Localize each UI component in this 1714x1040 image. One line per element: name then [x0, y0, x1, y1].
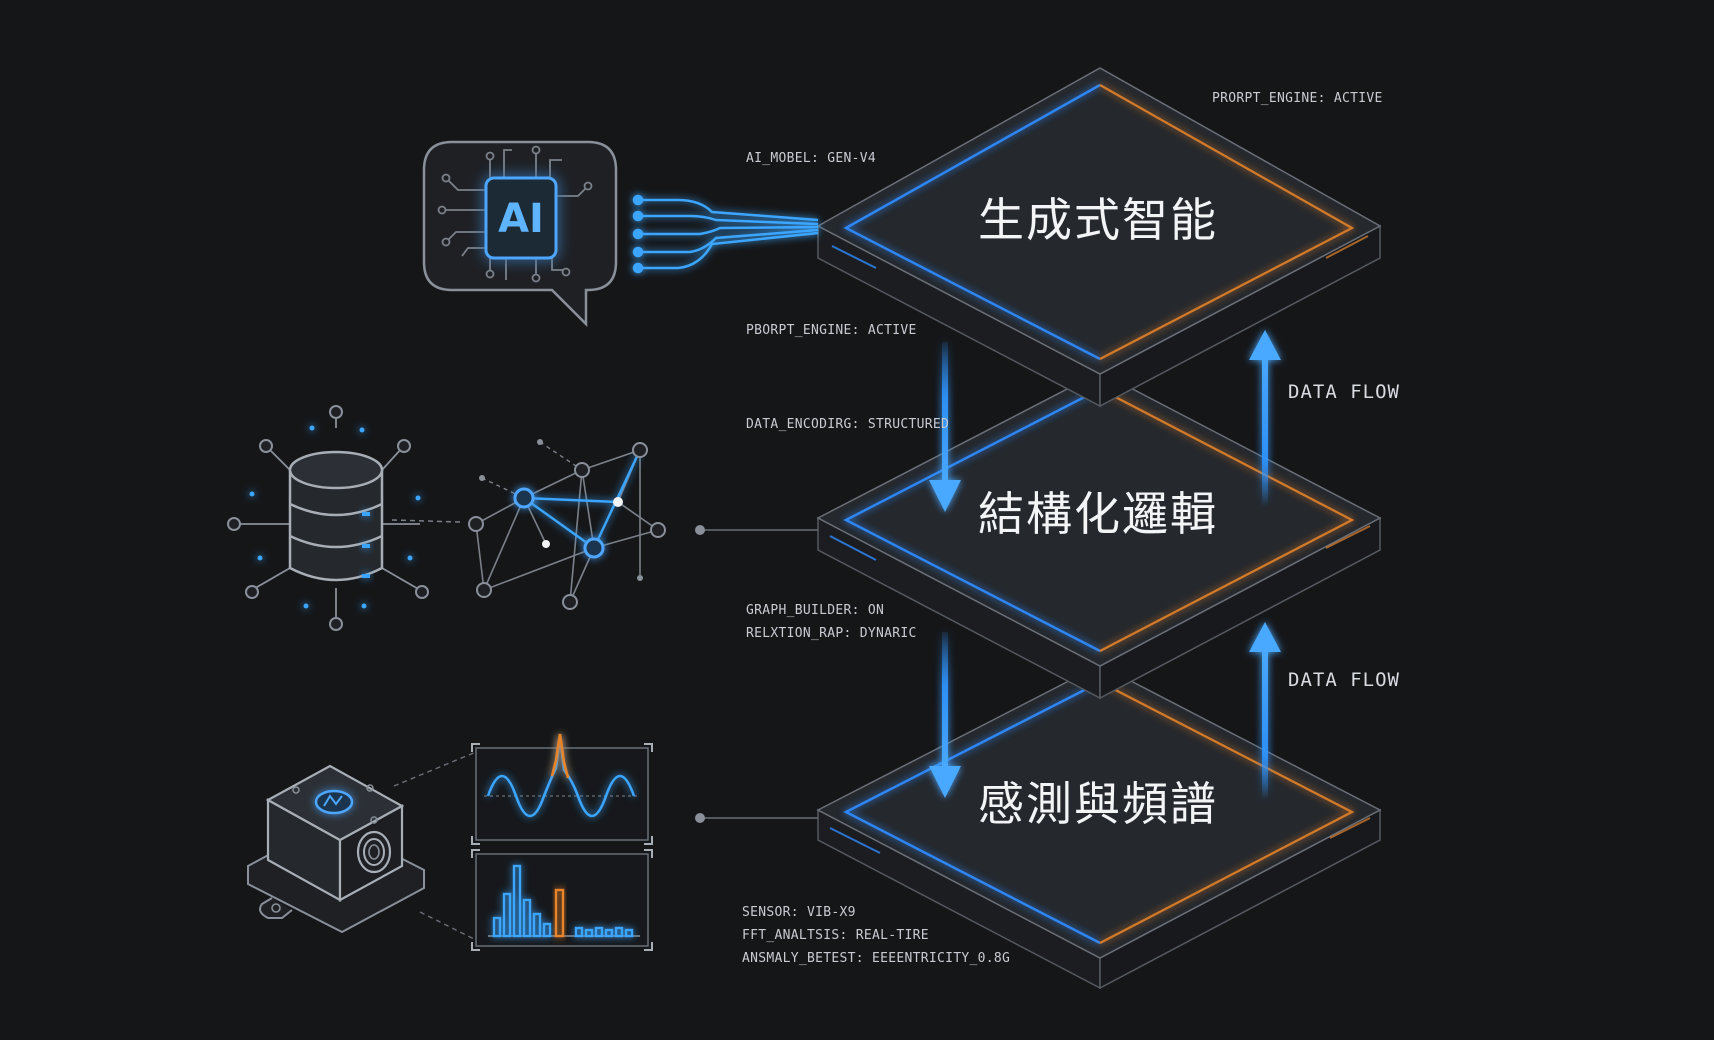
layer-bottom: 感測與頻譜 [816, 664, 1382, 990]
annotation-ai-model: AI_MOBEL: GEN-V4 [746, 151, 876, 166]
up-arrow-lower [1249, 622, 1281, 800]
database-icon [227, 405, 461, 631]
ai-chip-label: AI [498, 196, 544, 242]
annotation-sensor: SENSOR: VIB-X9 [742, 905, 856, 920]
layer-top-title: 生成式智能 [978, 193, 1218, 247]
annotation-data-encoding: DATA_ENCODIRG: STRUCTURED [746, 417, 949, 432]
data-flow-label-lower: DATA FLOW [1288, 669, 1400, 691]
down-arrow-upper [929, 342, 961, 512]
annotation-anomaly: ANSMALY_BETEST: EEEENTRICITY_0.8G [742, 951, 1010, 966]
down-arrow-lower [929, 632, 961, 798]
annotation-fft: FFT_ANALTSIS: REAL-TIRE [742, 928, 929, 943]
layer-bottom-title: 感測與頻譜 [978, 777, 1218, 831]
ai-wires [632, 194, 819, 274]
up-arrow-upper [1249, 330, 1281, 506]
sensor-connector-dot [695, 813, 705, 823]
spectrum-bars-icon [471, 849, 653, 951]
layer-top: 生成式智能 [816, 67, 1382, 408]
waveform-icon [471, 733, 653, 845]
layer-middle-title: 結構化邏輯 [978, 487, 1218, 541]
network-graph-icon [468, 439, 818, 610]
vibration-sensor-icon [247, 751, 477, 941]
annotation-top-right: PRORPT_ENGINE: ACTIVE [1212, 91, 1383, 106]
annotation-relation-map: RELXTION_RAP: DYNARIC [746, 626, 917, 641]
annotation-graph-builder: GRAPH_BUILDER: ON [746, 603, 884, 618]
ai-chip-chat-icon: AI [422, 140, 618, 328]
layer-middle: 結構化邏輯 [816, 371, 1382, 700]
annotation-prompt-engine: PBORPT_ENGINE: ACTIVE [746, 323, 917, 338]
data-flow-label-upper: DATA FLOW [1288, 381, 1400, 403]
